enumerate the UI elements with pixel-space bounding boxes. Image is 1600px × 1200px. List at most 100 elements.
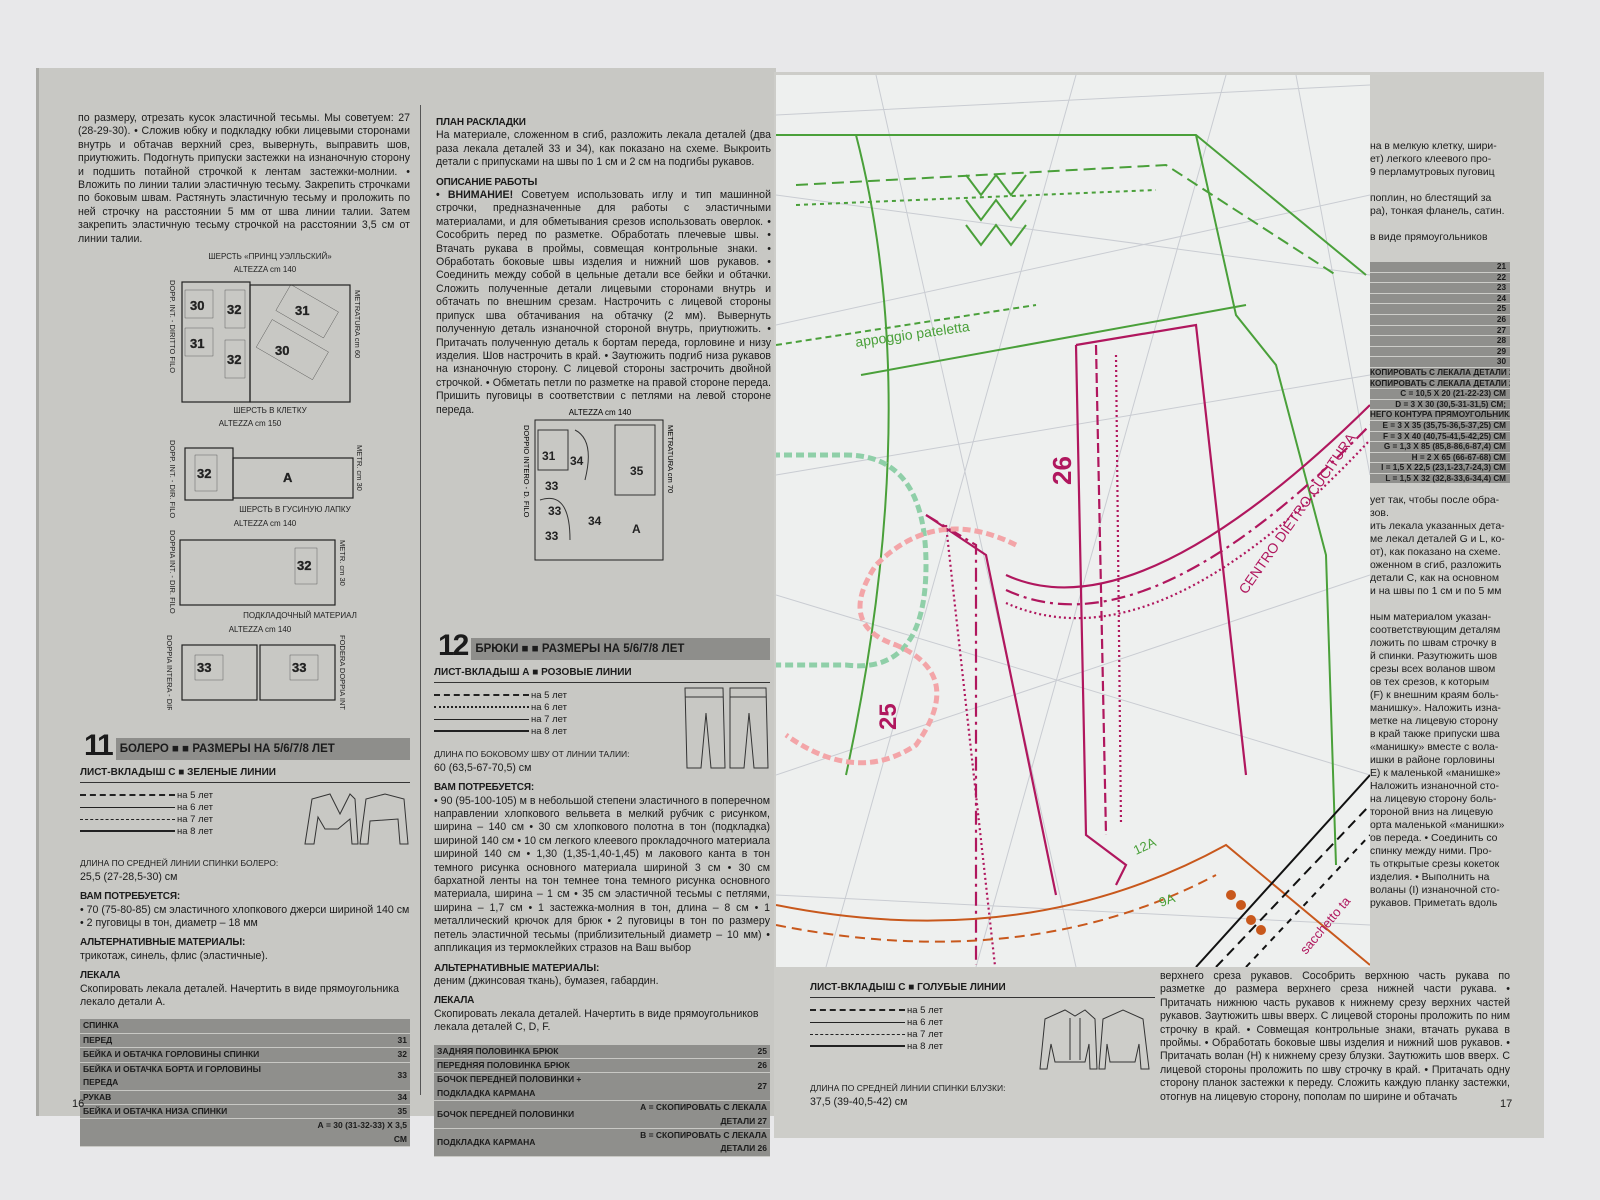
table-row: КОПИРОВАТЬ С ЛЕКАЛА ДЕТАЛИ 24 xyxy=(1370,378,1510,390)
layout-1-width: ALTEZZA cm 140 xyxy=(234,265,297,274)
text-line: в край также припуски шва xyxy=(1370,729,1500,741)
text-line: ра), тонкая фланель, сатин. xyxy=(1370,206,1505,217)
section-title: БРЮКИ ■ ■ РАЗМЕРЫ НА 5/6/7/8 ЛЕТ xyxy=(475,642,685,655)
table-row: E = 3 X 35 (35,75-36,5-37,25) СМ xyxy=(1370,420,1510,432)
right-page-text-strip: на в мелкую клетку, шири-ет) легкого кле… xyxy=(1370,140,1510,910)
size-label: на 5 лет xyxy=(907,1004,943,1016)
text-line: Наложить изнаночной сто- xyxy=(1370,781,1500,793)
pattern-label: appoggio pateletta xyxy=(854,318,971,350)
piece-label: 32 xyxy=(297,558,311,573)
text-line: зов. xyxy=(1370,508,1389,520)
piece-number-26: 26 xyxy=(1047,456,1077,485)
pattern-label: 12A xyxy=(1131,834,1159,858)
layout-4-length: FODERA DOPPIA INT. METRATURA cm 25 xyxy=(338,635,347,710)
text-line: метке на лицевую сторону xyxy=(1370,716,1498,728)
bolero-sketch xyxy=(304,793,409,845)
length-label: ДЛИНА ПО БОКОВОМУ ШВУ ОТ ЛИНИИ ТАЛИИ: xyxy=(434,749,630,760)
section-title: БОЛЕРО ■ ■ РАЗМЕРЫ НА 5/6/7/8 ЛЕТ xyxy=(119,742,335,755)
text-line: от), как показано на схеме. xyxy=(1370,547,1501,559)
size-label: на 6 лет xyxy=(531,701,567,713)
text-line: ов тех срезов, к которым xyxy=(1370,677,1490,689)
table-row: F = 3 X 40 (40,75-41,5-42,25) СМ xyxy=(1370,431,1510,443)
piece-label: 33 xyxy=(197,660,211,675)
size-label: на 5 лет xyxy=(531,689,567,701)
piece-label: 30 xyxy=(190,298,204,313)
left-column-2: ПЛАН РАСКЛАДКИ На материале, сложенном в… xyxy=(436,116,771,417)
piece-label: 31 xyxy=(295,303,309,318)
table-row: 28 xyxy=(1370,336,1510,347)
work-description-heading: ОПИСАНИЕ РАБОТЫ xyxy=(436,176,538,188)
layout-1-length: METRATURA cm 60 xyxy=(353,290,362,358)
materials-heading: ВАМ ПОТРЕБУЕТСЯ: xyxy=(434,782,534,794)
insert-sheet-label: ЛИСТ-ВКЛАДЫШ С ■ ЗЕЛЕНЫЕ ЛИНИИ xyxy=(80,766,410,784)
table-row: КОПИРОВАТЬ С ЛЕКАЛА ДЕТАЛИ 24 xyxy=(1370,367,1510,379)
size-label: на 5 лет xyxy=(177,789,213,801)
insert-sheet-label: ЛИСТ-ВКЛАДЫШ А ■ РОЗОВЫЕ ЛИНИИ xyxy=(434,666,770,684)
assembly-text: верхнего среза рукавов. Сособрить верхню… xyxy=(1160,970,1510,1103)
text-line: Е) к маленькой «манишке» xyxy=(1370,768,1501,780)
text-line xyxy=(1370,218,1510,231)
table-row: D = 3 X 30 (30,5-31-31,5) СМ; xyxy=(1370,399,1510,411)
pattern-drawing: appoggio pateletta 26 25 CENTRO DIETRO C… xyxy=(633,74,1371,976)
piece-label: 32 xyxy=(227,352,241,367)
insert-sheet-label: ЛИСТ-ВКЛАДЫШ С ■ ГОЛУБЫЕ ЛИНИИ xyxy=(810,981,1155,999)
alternative-materials-heading: АЛЬТЕРНАТИВНЫЕ МАТЕРИАЛЫ: xyxy=(434,962,600,974)
section-12-header: 12 БРЮКИ ■ ■ РАЗМЕРЫ НА 5/6/7/8 ЛЕТ xyxy=(434,631,770,661)
page-number-left: 16 xyxy=(72,1098,85,1110)
materials-text: • 90 (95-100-105) м в небольшой степени … xyxy=(434,794,770,955)
table-row: C = 10,5 X 20 (21-22-23) СМ xyxy=(1370,389,1510,400)
length-value: 25,5 (27-28,5-30) см xyxy=(80,870,178,883)
attention-label: • ВНИМАНИЕ! xyxy=(436,189,514,202)
left-column-1: по размеру, отрезать кусок эластичной те… xyxy=(78,112,410,246)
piece-label: 33 xyxy=(545,479,559,493)
piece-number-25: 25 xyxy=(875,703,902,730)
text-line: ет) легкого клеевого про- xyxy=(1370,154,1492,165)
layout-3-width: ALTEZZA cm 140 xyxy=(234,519,297,528)
table-row: СПИНКА xyxy=(80,1019,410,1034)
size-label: на 8 лет xyxy=(531,725,567,737)
patterns-text: Скопировать лекала деталей. Начертить в … xyxy=(80,982,400,1009)
right-page-bottom-text: верхнего среза рукавов. Сособрить верхню… xyxy=(1160,970,1510,1104)
table-row: 21 xyxy=(1370,262,1510,273)
alternative-materials-text: деним (джинсовая ткань), бумазея, габард… xyxy=(434,974,659,987)
blouse-sketch xyxy=(1039,1009,1150,1070)
section-11-header: 11 БОЛЕРО ■ ■ РАЗМЕРЫ НА 5/6/7/8 ЛЕТ xyxy=(80,731,410,761)
text-line: изделия. • Выполнить на xyxy=(1370,872,1490,884)
size-legend: на 5 лет на 6 лет на 7 лет на 8 лет xyxy=(434,689,567,770)
table-row: БЕЙКА И ОБТАЧКА БОРТА И ГОРЛОВИНЫ ПЕРЕДА… xyxy=(80,1062,410,1091)
text-line: соответствующим деталям xyxy=(1370,625,1501,637)
size-label: на 7 лет xyxy=(531,713,567,725)
length-label: ДЛИНА ПО СРЕДНЕЙ ЛИНИИ СПИНКИ БЛУЗКИ: xyxy=(810,1083,1006,1094)
text-line: тороной вниз на лицевую xyxy=(1370,807,1494,819)
size-label: на 6 лет xyxy=(907,1016,943,1028)
size-label: на 6 лет xyxy=(177,801,213,813)
size-label: на 8 лет xyxy=(907,1040,943,1052)
size-label: на 7 лет xyxy=(907,1028,943,1040)
patterns-heading: ЛЕКАЛА xyxy=(434,995,475,1007)
table-row: 25 xyxy=(1370,304,1510,315)
piece-label: 33 xyxy=(545,529,559,543)
layout-3-title: ШЕРСТЬ В ГУСИНУЮ ЛАПКУ xyxy=(239,505,351,514)
length-value: 60 (63,5-67-70,5) см xyxy=(434,761,532,774)
piece-label: 34 xyxy=(570,454,584,468)
piece-label: A xyxy=(632,522,641,536)
text-line: рукавов. Приметать вдоль xyxy=(1370,898,1498,910)
size-legend: на 5 лет на 6 лет на 7 лет на 8 лет xyxy=(810,1004,943,1074)
length-value: 37,5 (39-40,5-42) см xyxy=(810,1095,908,1108)
size-label: на 7 лет xyxy=(177,813,213,825)
text-line: ует так, чтобы после обра- xyxy=(1370,495,1500,507)
piece-label: 32 xyxy=(197,466,211,481)
text-line: оженном в сгиб, разложить xyxy=(1370,560,1502,572)
pattern-label: CENTRO DIETRO CUCITURA xyxy=(1235,430,1359,597)
page-number-right: 17 xyxy=(1500,1098,1513,1110)
layout-2-side: DOPP. INT. - DIR. FILO xyxy=(168,440,177,518)
layout-length: METRATURA cm 70 xyxy=(666,425,675,493)
